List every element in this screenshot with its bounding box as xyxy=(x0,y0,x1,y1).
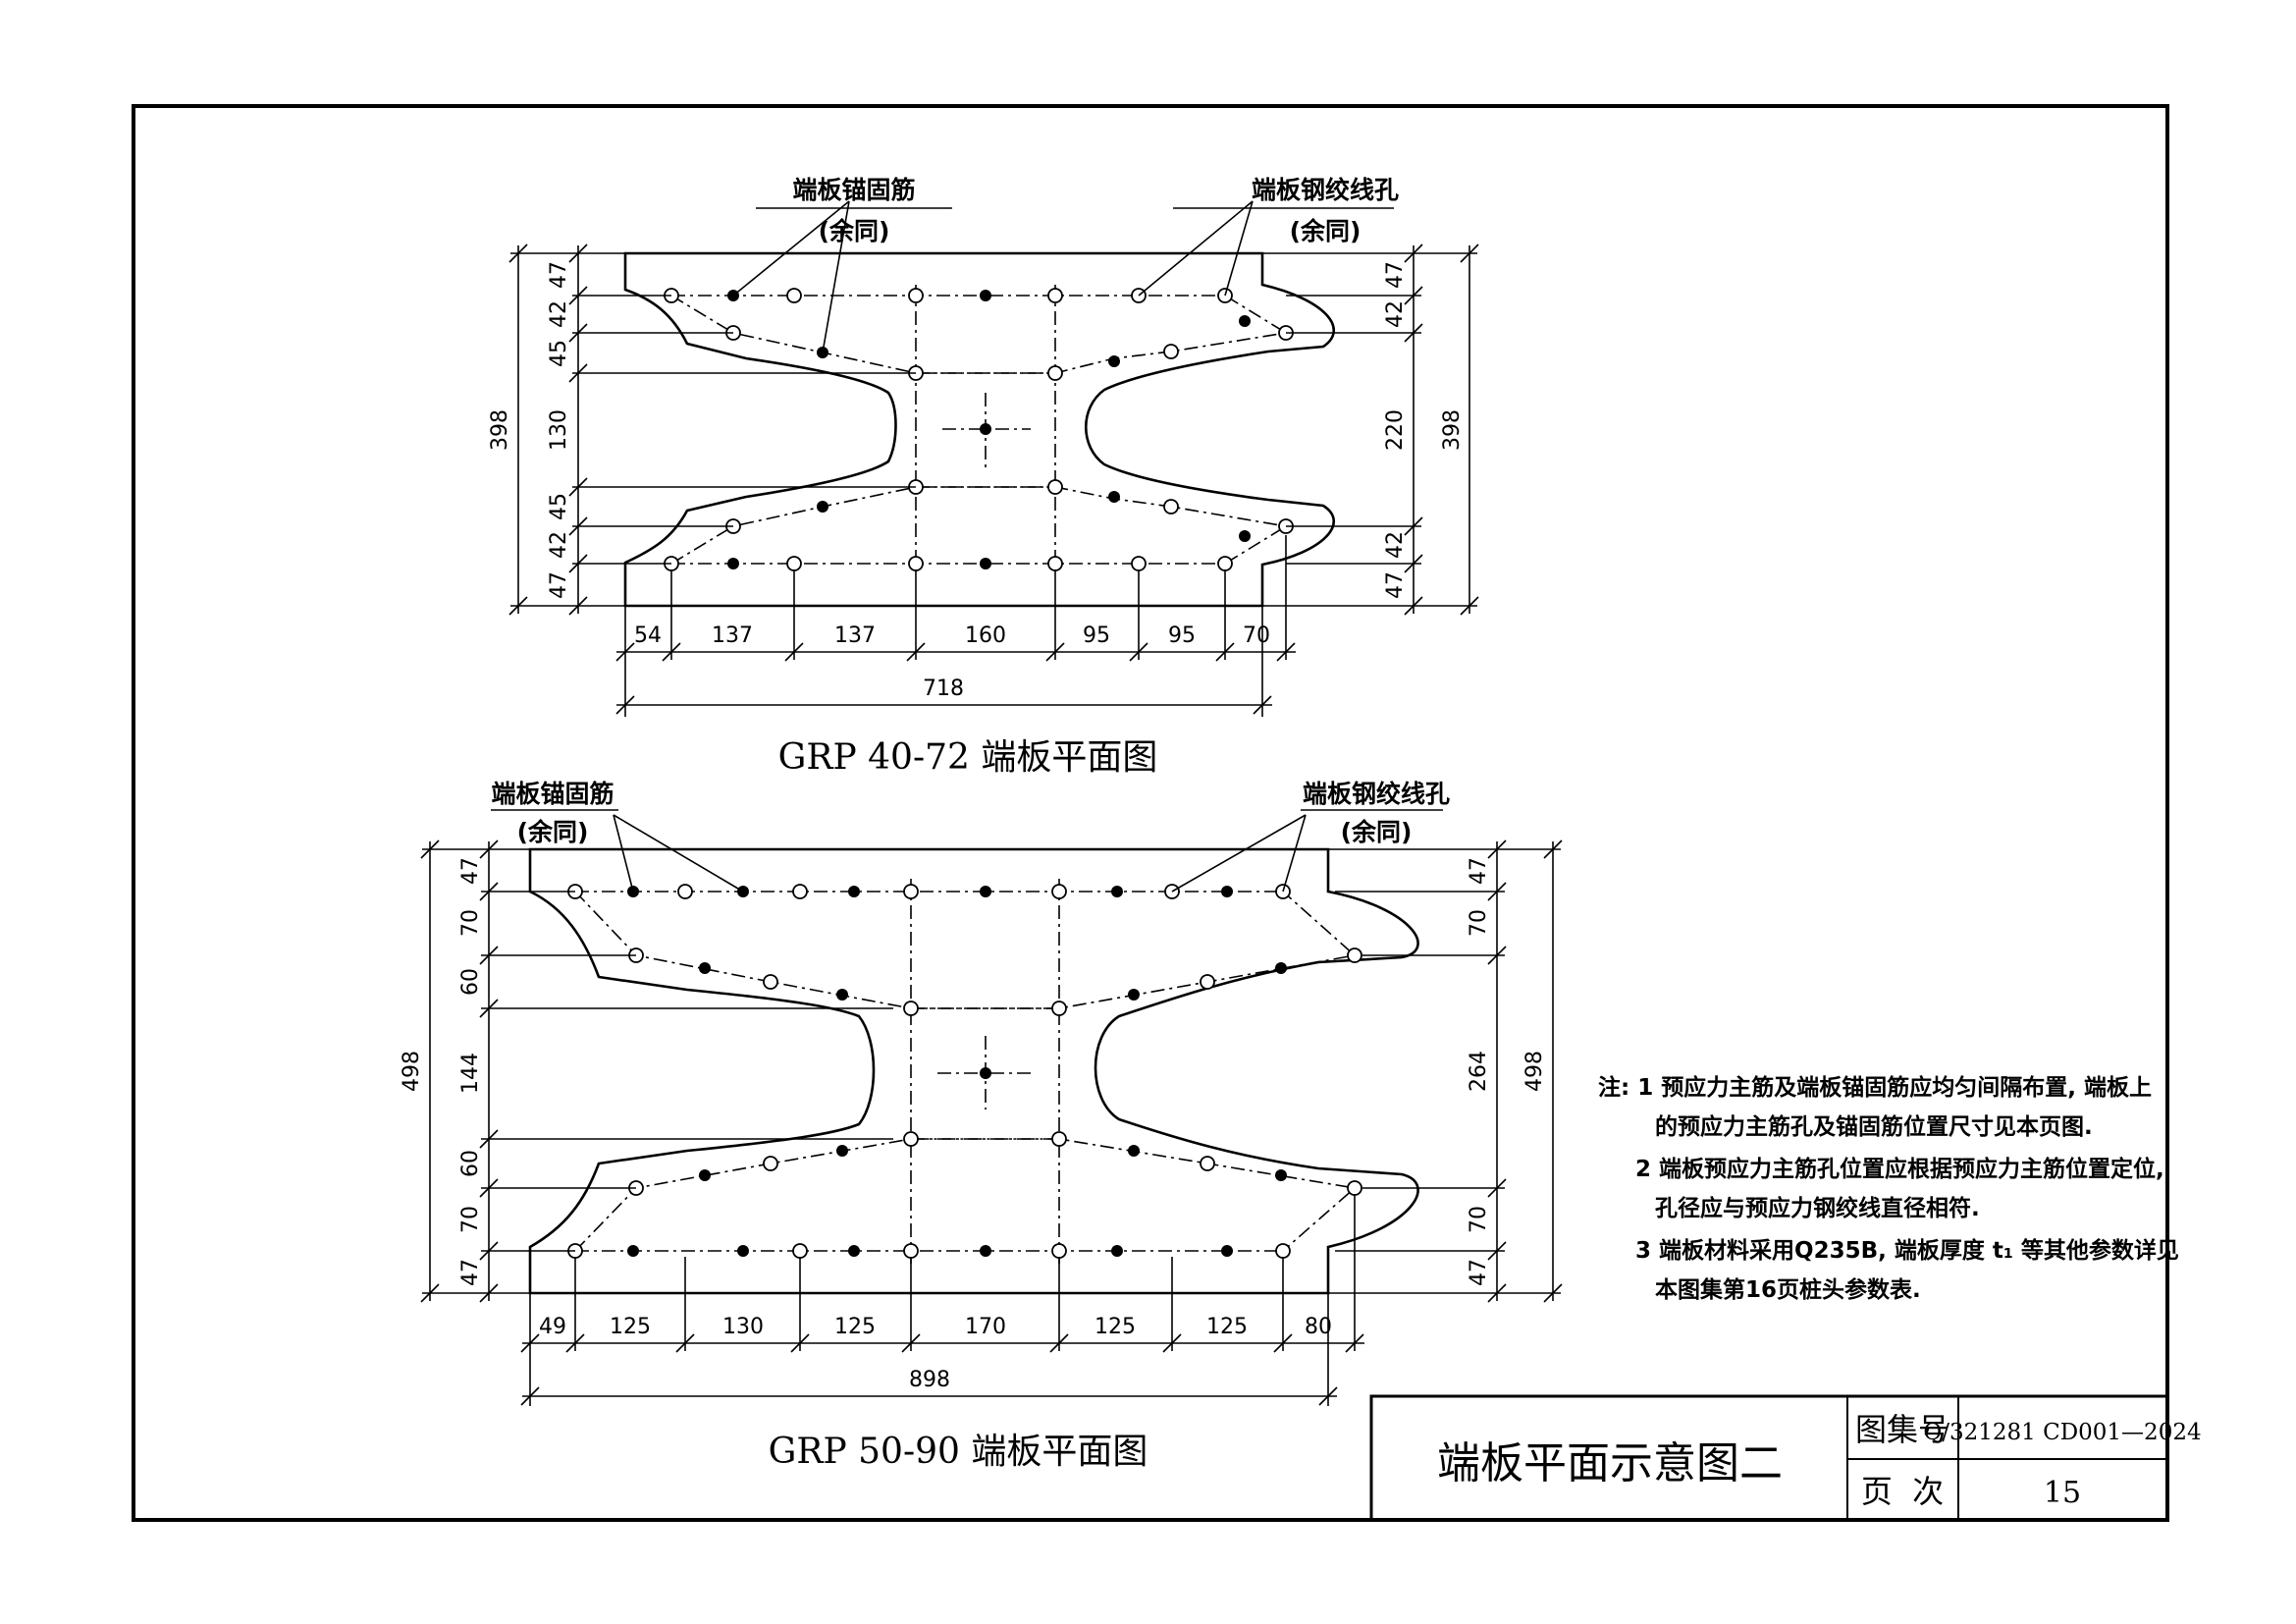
dim-a-bottom-3: 160 xyxy=(965,623,1006,648)
dim-a-bottom-1: 137 xyxy=(712,623,753,648)
sheet-frame xyxy=(132,104,2169,1522)
dim-b-bottom-3: 125 xyxy=(834,1315,876,1339)
dim-a-left-6: 47 xyxy=(547,571,571,599)
dim-b-right-0: 47 xyxy=(1467,857,1491,885)
dim-b-right-1: 70 xyxy=(1467,909,1491,937)
note-line-5: 3 端板材料采用Q235B, 端板厚度 t₁ 等其他参数详见 xyxy=(1635,1237,2179,1264)
note-line-4: 孔径应与预应力钢绞线直径相符. xyxy=(1655,1195,1980,1221)
note-line-3: 2 端板预应力主筋孔位置应根据预应力主筋位置定位, xyxy=(1635,1156,2164,1182)
dim-a-left-4: 45 xyxy=(547,493,571,520)
title-block-atlas-label: 图集号 xyxy=(1855,1411,1949,1448)
dim-b-left-total: 498 xyxy=(400,1051,424,1092)
drawing-b: 47 70 60 144 60 70 47 498 47 70 264 70 xyxy=(400,780,1563,1472)
dim-a-right-3: 42 xyxy=(1383,531,1408,559)
label-b-strand-hole: 端板钢绞线孔 xyxy=(1303,780,1450,808)
title-block-page-value: 15 xyxy=(2044,1476,2081,1510)
dim-b-left-1: 70 xyxy=(458,909,483,937)
dim-b-bottom-total: 898 xyxy=(909,1368,950,1392)
dim-a-bottom-0: 54 xyxy=(634,623,662,648)
title-block-atlas-value: Q/321281 CD001—2024 xyxy=(1923,1420,2201,1445)
dim-a-right-4: 47 xyxy=(1383,571,1408,599)
label-b-anchor-bar: 端板锚固筋 xyxy=(491,780,614,808)
dim-b-left-4: 60 xyxy=(458,1150,483,1177)
dim-a-right-0: 47 xyxy=(1383,261,1408,289)
dim-b-left-0: 47 xyxy=(458,857,483,885)
plate-b-outline xyxy=(528,847,1419,1295)
dim-a-left-3: 130 xyxy=(547,409,571,451)
dim-a-right-total: 398 xyxy=(1440,409,1465,451)
note-line-6: 本图集第16页桩头参数表. xyxy=(1655,1276,1921,1303)
dim-a-right-2: 220 xyxy=(1383,409,1408,451)
drawing-a: 47 42 45 130 45 42 47 398 47 42 220 42 xyxy=(488,176,1479,778)
title-block-name: 端板平面示意图二 xyxy=(1437,1438,1783,1489)
dim-b-right-4: 47 xyxy=(1467,1259,1491,1286)
dim-a-bottom-2: 137 xyxy=(834,623,876,648)
label-a-strand-hole: 端板钢绞线孔 xyxy=(1252,176,1399,204)
strand-holes-b xyxy=(567,884,1362,1259)
title-block: 端板平面示意图二 图集号 Q/321281 CD001—2024 页 次 15 xyxy=(1369,1394,2202,1522)
dim-a-right-1: 42 xyxy=(1383,300,1408,328)
dim-a-bottom-total: 718 xyxy=(923,677,964,701)
dim-b-bottom-2: 130 xyxy=(722,1315,764,1339)
anchor-bars-b xyxy=(627,886,1287,1257)
dim-a-bottom-6: 70 xyxy=(1243,623,1270,648)
dim-b-bottom-1: 125 xyxy=(610,1315,651,1339)
dim-a-bottom-4: 95 xyxy=(1083,623,1110,648)
dim-b-bottom-4: 170 xyxy=(965,1315,1006,1339)
note-line-1: 注: 1 预应力主筋及端板锚固筋应均匀间隔布置, 端板上 xyxy=(1598,1074,2152,1101)
dim-b-bottom-5: 125 xyxy=(1095,1315,1136,1339)
dim-b-right-total: 498 xyxy=(1522,1051,1547,1092)
dim-b-right-2: 264 xyxy=(1467,1051,1491,1092)
note-line-2: 的预应力主筋孔及锚固筋位置尺寸见本页图. xyxy=(1655,1113,2093,1140)
dim-b-left-6: 47 xyxy=(458,1259,483,1286)
title-block-page-label: 页 次 xyxy=(1861,1473,1944,1510)
dim-b-bottom-0: 49 xyxy=(539,1315,566,1339)
dim-a-left-total: 398 xyxy=(488,409,512,451)
dim-a-left-2: 45 xyxy=(547,340,571,367)
anchor-bars-a xyxy=(727,290,1251,569)
label-b-strand-hole-note: (余同) xyxy=(1341,818,1413,846)
dim-b-left-3: 144 xyxy=(458,1053,483,1094)
label-a-anchor-bar: 端板锚固筋 xyxy=(792,176,915,204)
dim-a-left-1: 42 xyxy=(547,300,571,328)
dim-b-left-2: 60 xyxy=(458,968,483,996)
label-b-anchor-bar-note: (余同) xyxy=(517,818,589,846)
label-a-strand-hole-note: (余同) xyxy=(1290,217,1362,245)
dim-b-bottom-7: 80 xyxy=(1305,1315,1332,1339)
dim-b-bottom-6: 125 xyxy=(1206,1315,1248,1339)
notes: 注: 1 预应力主筋及端板锚固筋应均匀间隔布置, 端板上 的预应力主筋孔及锚固筋… xyxy=(1598,1074,2179,1303)
dim-a-bottom-5: 95 xyxy=(1168,623,1196,648)
dim-a-left-0: 47 xyxy=(547,261,571,289)
drawing-b-title: GRP 50-90 端板平面图 xyxy=(769,1432,1148,1472)
dim-a-left-5: 42 xyxy=(547,531,571,559)
drawing-a-title: GRP 40-72 端板平面图 xyxy=(778,737,1158,778)
dim-b-right-3: 70 xyxy=(1467,1206,1491,1233)
dim-b-left-5: 70 xyxy=(458,1206,483,1233)
label-a-anchor-bar-note: (余同) xyxy=(819,217,890,245)
